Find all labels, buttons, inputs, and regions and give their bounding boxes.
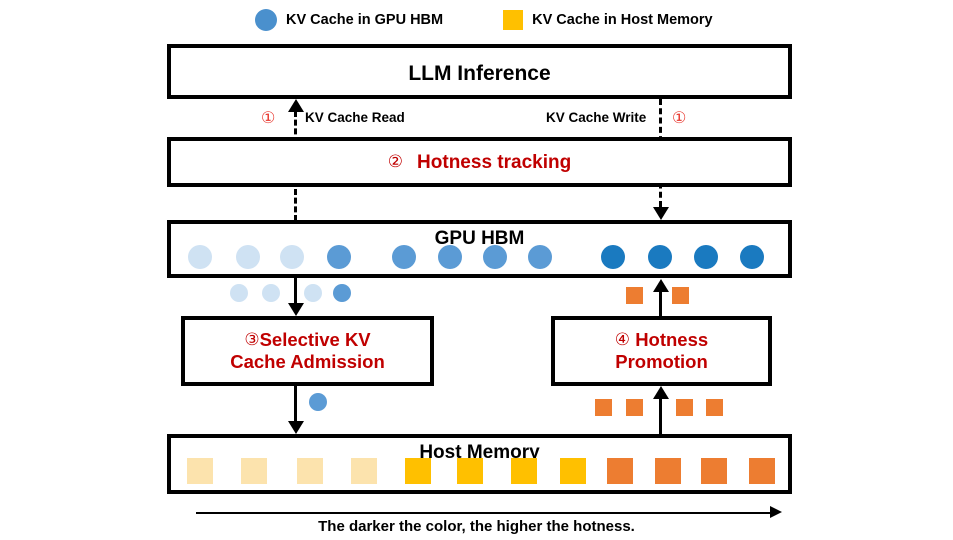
- selective-kv-cache-admission-box: ③Selective KV Cache Admission: [181, 316, 434, 386]
- selective-admission-line1: Selective KV: [259, 329, 371, 351]
- host-memory-token: [511, 458, 537, 484]
- host-memory-token: [607, 458, 633, 484]
- hotness-promotion-line1: Hotness: [635, 329, 709, 351]
- selective-admission-text: ③Selective KV Cache Admission: [185, 329, 430, 373]
- step-2-marker: ②: [387, 152, 404, 171]
- selective-admission-line2: Cache Admission: [230, 351, 385, 372]
- eviction-arrow-line: [294, 278, 297, 304]
- gpu-hbm-token: [648, 245, 672, 269]
- blue-circle-icon: [255, 9, 277, 31]
- gpu-hbm-token: [280, 245, 304, 269]
- host-memory-token: [560, 458, 586, 484]
- step-1-write-marker: ①: [672, 110, 687, 127]
- step-3-marker: ③: [244, 330, 260, 350]
- hotness-promotion-line2: Promotion: [615, 351, 708, 372]
- llm-inference-label: LLM Inference: [408, 62, 551, 85]
- host-memory-token: [187, 458, 213, 484]
- kv-cache-read-label: KV Cache Read: [305, 110, 405, 125]
- host-memory-token: [351, 458, 377, 484]
- host-memory-token: [655, 458, 681, 484]
- host-memory-token: [457, 458, 483, 484]
- step-4-marker: ④: [614, 330, 631, 350]
- host-promotion-arrow-line: [659, 398, 662, 434]
- gpu-hbm-token: [438, 245, 462, 269]
- promotion-source-square: [675, 399, 693, 416]
- gpu-hbm-token: [327, 245, 351, 269]
- promotion-source-square: [705, 399, 723, 416]
- hotness-caption: The darker the color, the higher the hot…: [318, 518, 635, 535]
- legend-label-host: KV Cache in Host Memory: [532, 12, 713, 28]
- host-memory-token: [405, 458, 431, 484]
- hotness-axis-line: [196, 512, 772, 514]
- promotion-source-square: [625, 399, 643, 416]
- gpu-hbm-token: [601, 245, 625, 269]
- promotion-source-square: [594, 399, 612, 416]
- hotness-promotion-text: ④ Hotness Promotion: [555, 329, 768, 373]
- llm-inference-box: LLM Inference: [167, 44, 792, 99]
- eviction-arrowhead: [288, 303, 304, 316]
- host-memory-token: [701, 458, 727, 484]
- gpu-hbm-token: [694, 245, 718, 269]
- legend-label-gpu: KV Cache in GPU HBM: [286, 12, 444, 28]
- evicted-token: [333, 284, 351, 302]
- evicted-token: [262, 284, 280, 302]
- host-promotion-arrowhead: [653, 386, 669, 399]
- hotness-promotion-box: ④ Hotness Promotion: [551, 316, 772, 386]
- gpu-hbm-token: [188, 245, 212, 269]
- legend-item-gpu: KV Cache in GPU HBM: [255, 9, 443, 31]
- gpu-hbm-token: [740, 245, 764, 269]
- admission-arrow-line: [294, 386, 297, 422]
- gpu-hbm-label: GPU HBM: [434, 228, 525, 249]
- hotness-tracking-content: ② Hotness tracking: [171, 152, 788, 174]
- gpu-hbm-token: [236, 245, 260, 269]
- admission-arrowhead: [288, 421, 304, 434]
- promoted-square: [625, 287, 643, 304]
- gpu-hbm-box: GPU HBM: [167, 220, 792, 278]
- gpu-hbm-token: [528, 245, 552, 269]
- gpu-hbm-token: [483, 245, 507, 269]
- hotness-tracking-label: Hotness tracking: [417, 152, 572, 173]
- legend-item-host: KV Cache in Host Memory: [503, 10, 713, 30]
- kv-cache-write-label: KV Cache Write: [546, 110, 647, 125]
- host-memory-label: Host Memory: [419, 442, 540, 463]
- host-memory-token: [297, 458, 323, 484]
- kv-cache-write-arrowhead: [653, 207, 669, 220]
- host-memory-box: Host Memory: [167, 434, 792, 494]
- legend: KV Cache in GPU HBM KV Cache in Host Mem…: [255, 5, 715, 35]
- admitted-token: [309, 393, 327, 411]
- evicted-token: [230, 284, 248, 302]
- promotion-arrow-line: [659, 291, 662, 316]
- hotness-tracking-box: ② Hotness tracking: [167, 137, 792, 187]
- host-memory-token: [749, 458, 775, 484]
- step-1-read-marker: ①: [261, 110, 276, 127]
- promotion-arrowhead: [653, 279, 669, 292]
- promoted-square: [671, 287, 689, 304]
- evicted-token: [304, 284, 322, 302]
- gpu-hbm-token: [392, 245, 416, 269]
- host-memory-token: [241, 458, 267, 484]
- hotness-axis-arrowhead: [770, 506, 782, 518]
- yellow-square-icon: [503, 10, 524, 30]
- kv-cache-read-arrowhead: [288, 99, 304, 112]
